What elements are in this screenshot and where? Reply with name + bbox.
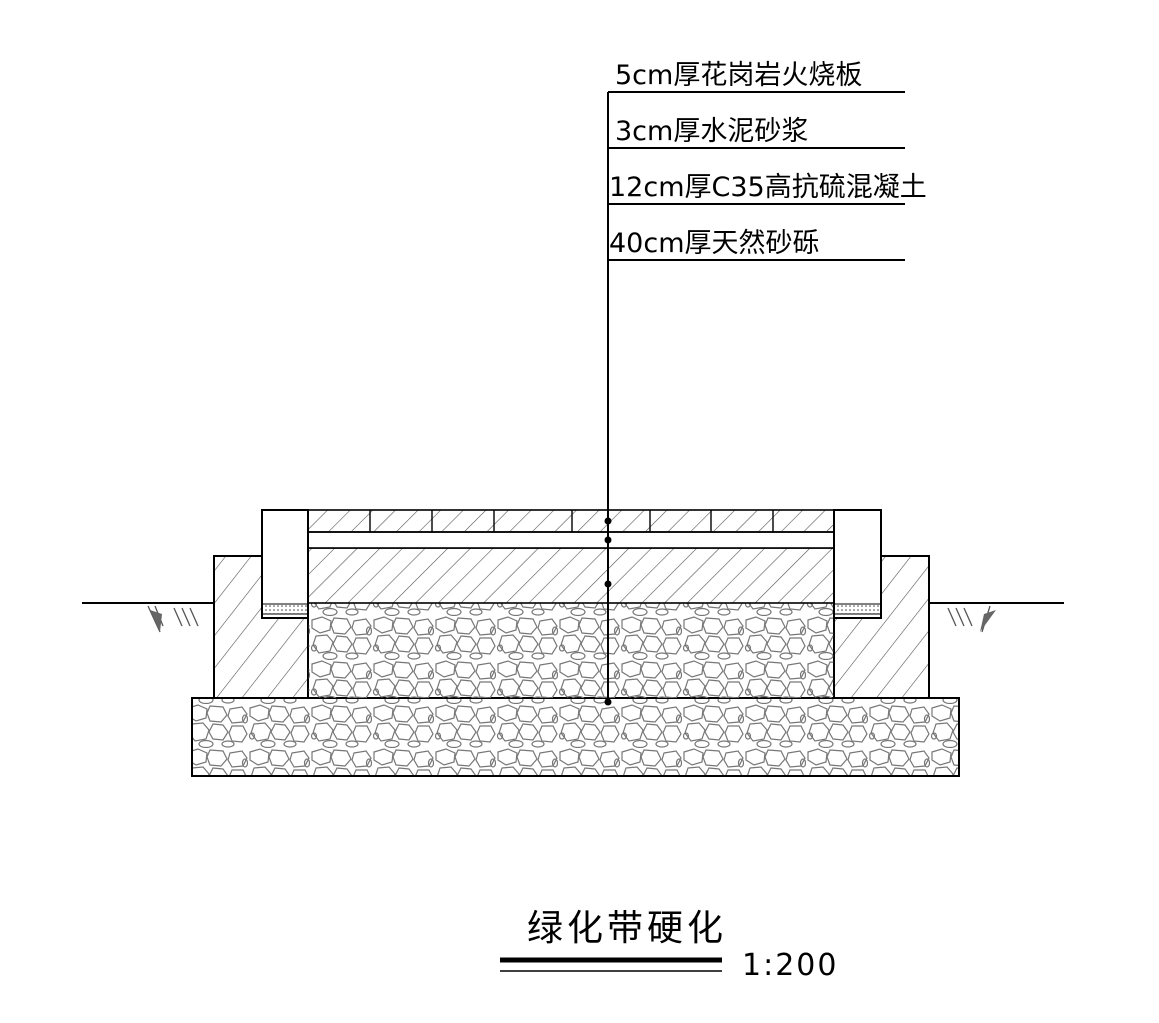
right-curb-bedding xyxy=(833,603,882,615)
right-curb xyxy=(833,509,882,619)
gravel-base xyxy=(191,697,960,777)
paving-joints xyxy=(369,510,774,532)
leader xyxy=(604,91,905,706)
left-curb xyxy=(261,509,309,619)
drawing-scale: 1:200 xyxy=(742,948,838,983)
granite-paving xyxy=(307,509,835,533)
layer-label-mortar: 3cm厚水泥砂浆 xyxy=(615,116,808,147)
central-gravel xyxy=(308,603,834,698)
drawing-title: 绿化带硬化 xyxy=(527,908,727,949)
concrete-slab xyxy=(307,547,835,604)
layer-label-granite: 5cm厚花岗岩火烧板 xyxy=(615,60,862,91)
title-underline xyxy=(500,957,722,972)
ground-line xyxy=(82,602,1064,633)
layer-label-gravel: 40cm厚天然砂砾 xyxy=(609,228,820,259)
mortar-layer xyxy=(307,531,835,549)
left-curb-bedding xyxy=(261,603,309,615)
layer-label-concrete: 12cm厚C35高抗硫混凝土 xyxy=(609,172,927,203)
